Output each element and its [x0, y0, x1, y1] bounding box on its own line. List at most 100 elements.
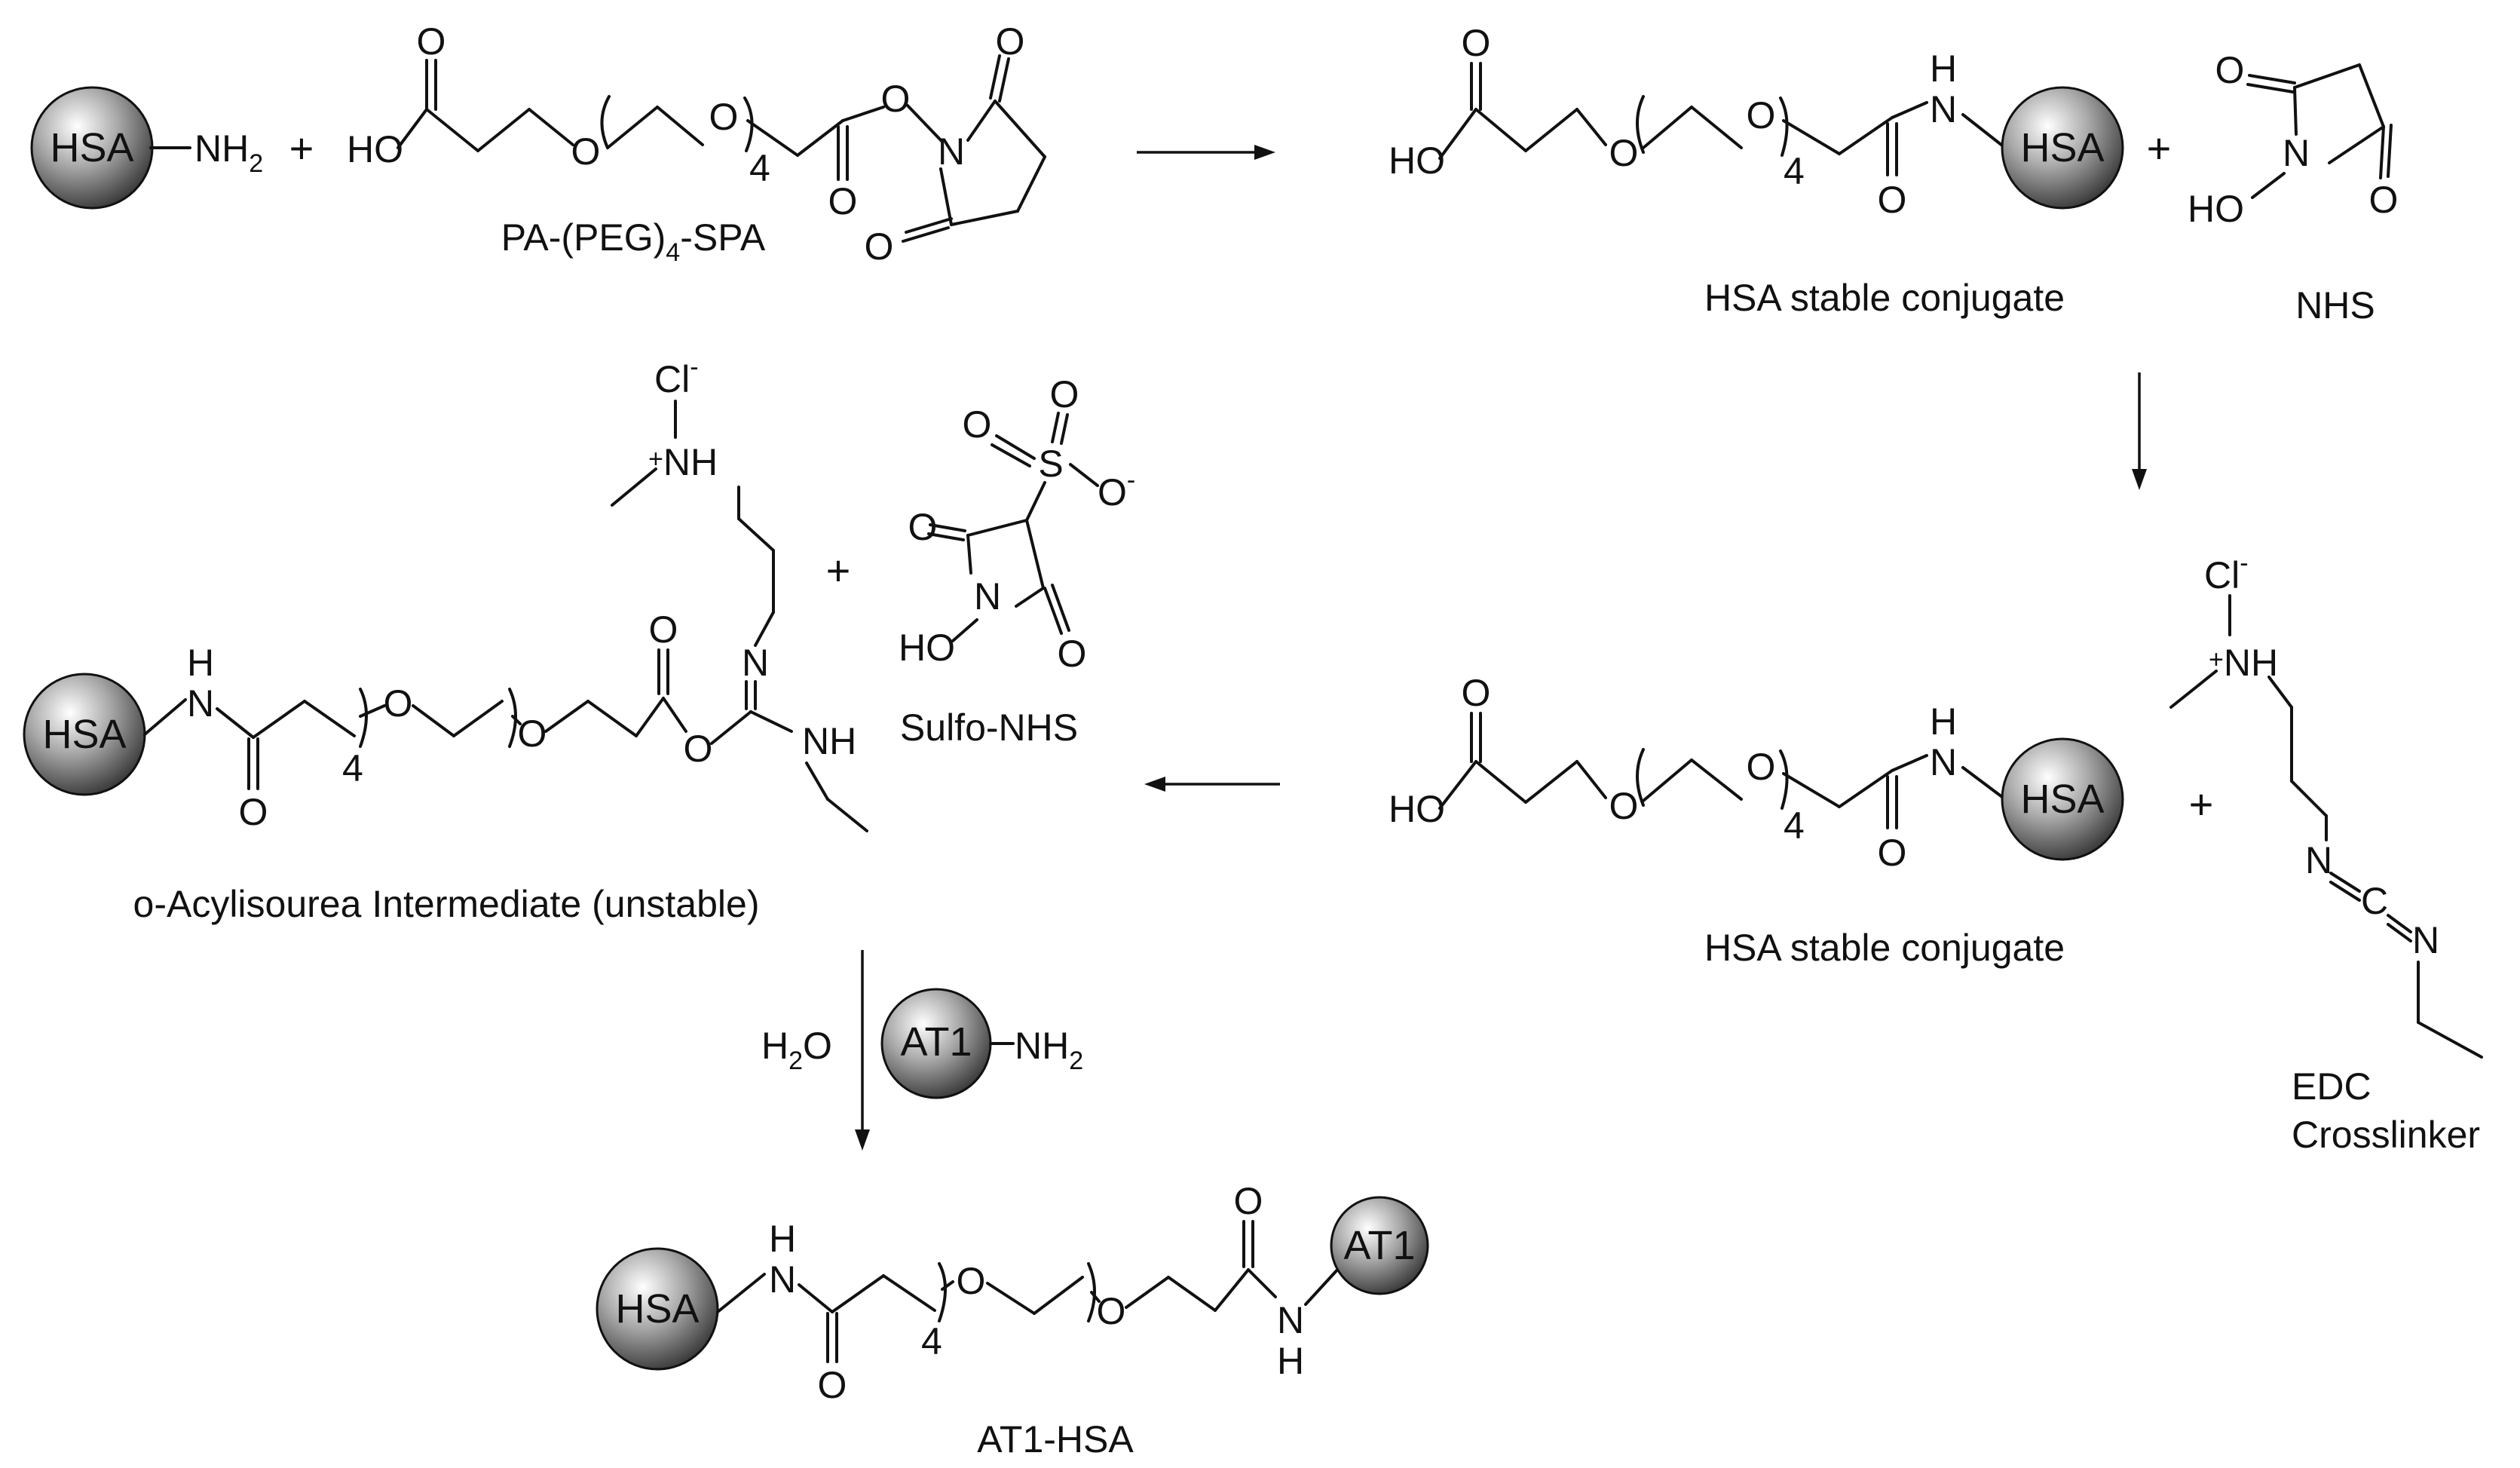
svg-text:Cl-: Cl- — [654, 353, 699, 400]
svg-text:HO: HO — [899, 627, 955, 669]
svg-text:O: O — [709, 96, 739, 138]
svg-text:4: 4 — [342, 747, 363, 789]
svg-text:C: C — [2361, 880, 2388, 922]
hsa-sphere — [2001, 737, 2124, 861]
plus-sign-4: + — [2189, 780, 2214, 828]
hsa-sphere — [596, 1247, 719, 1371]
svg-text:O: O — [1878, 179, 1907, 221]
caption-conjugate-mid: HSA stable conjugate — [1704, 927, 2065, 969]
svg-text:N: N — [2305, 839, 2332, 881]
svg-text:+NH: +NH — [648, 441, 718, 483]
svg-text:N: N — [769, 1258, 796, 1301]
caption-sulfo-nhs: Sulfo-NHS — [900, 706, 1078, 749]
svg-text:O: O — [865, 225, 894, 268]
pa-peg4-spa-reagent: HO O O O 4 O O N O O — [347, 20, 1046, 268]
svg-text:4: 4 — [1784, 150, 1805, 192]
plus-sign-3: + — [826, 547, 851, 594]
conjugate-top: HO O O O 4 O N H HSA — [1389, 22, 2124, 221]
plus-sign-2: + — [2147, 124, 2172, 172]
caption-edc-line1: EDC — [2292, 1065, 2371, 1108]
svg-text:O: O — [1747, 94, 1776, 136]
caption-product: AT1-HSA — [977, 1418, 1134, 1460]
arrow-step-2 — [2132, 372, 2147, 490]
svg-text:O: O — [828, 180, 858, 222]
svg-text:HSA: HSA — [2020, 777, 2104, 822]
svg-text:O: O — [957, 1260, 986, 1302]
caption-conjugate-top: HSA stable conjugate — [1704, 277, 2065, 319]
svg-text:N: N — [938, 130, 965, 173]
svg-text:4: 4 — [921, 1320, 942, 1362]
svg-text:HO: HO — [1389, 139, 1445, 182]
svg-text:4: 4 — [749, 147, 770, 189]
caption-reagent: PA-(PEG)4-SPA — [501, 216, 766, 267]
o-acylisourea-intermediate: HSA N H O 4 O O O O N +NH — [23, 353, 868, 833]
svg-text:HSA: HSA — [615, 1286, 699, 1332]
svg-text:O: O — [1058, 633, 1087, 675]
svg-text:O: O — [2215, 49, 2245, 91]
svg-text:O: O — [881, 78, 911, 120]
sulfo-nhs-structure: O O S O- N O O HO — [899, 373, 1135, 675]
svg-text:Cl-: Cl- — [2204, 549, 2249, 596]
svg-text:HO: HO — [347, 128, 403, 170]
caption-nhs: NHS — [2295, 284, 2375, 326]
svg-text:O: O — [1462, 672, 1491, 714]
svg-text:O: O — [1747, 746, 1776, 788]
svg-text:N: N — [187, 682, 214, 725]
nhs-structure: O N O HO — [2188, 49, 2398, 230]
svg-text:NH2: NH2 — [1015, 1025, 1083, 1075]
hsa-amine-reactant: HSA NH2 — [30, 86, 263, 210]
svg-text:O: O — [2369, 179, 2399, 221]
svg-text:N: N — [974, 575, 1001, 618]
svg-text:O: O — [1234, 1180, 1263, 1222]
caption-edc-line2: Crosslinker — [2292, 1114, 2480, 1156]
arrow-step-4 — [855, 950, 870, 1151]
svg-text:H: H — [769, 1218, 796, 1260]
at1-hsa-product: HSA N H O 4 O O O N H AT1 — [596, 1180, 1429, 1406]
at1-amine-reagent: AT1 NH2 — [880, 988, 1083, 1099]
arrow-step-3 — [1144, 777, 1280, 792]
svg-text:NH: NH — [802, 720, 856, 762]
svg-text:N: N — [1930, 741, 1957, 783]
svg-text:O: O — [908, 506, 938, 548]
svg-text:O: O — [239, 791, 268, 833]
svg-text:N: N — [1277, 1299, 1304, 1341]
svg-text:HSA: HSA — [2020, 125, 2104, 170]
svg-text:HO: HO — [2188, 188, 2244, 230]
svg-text:O: O — [1097, 1290, 1126, 1332]
svg-text:O: O — [1878, 832, 1907, 874]
svg-text:O: O — [1609, 132, 1639, 174]
amine-label: NH2 — [194, 127, 263, 178]
svg-text:O: O — [684, 728, 713, 770]
plus-sign-1: + — [289, 124, 314, 172]
svg-text:4: 4 — [1784, 804, 1805, 847]
svg-text:AT1: AT1 — [900, 1019, 972, 1065]
svg-text:H: H — [1930, 700, 1957, 743]
svg-text:O: O — [818, 1364, 847, 1406]
svg-text:AT1: AT1 — [1343, 1223, 1415, 1268]
arrow-step-1 — [1137, 145, 1275, 160]
svg-text:N: N — [742, 642, 769, 684]
svg-text:O: O — [384, 682, 413, 725]
svg-text:H: H — [1930, 48, 1957, 90]
svg-text:O-: O- — [1098, 466, 1135, 513]
svg-text:O: O — [649, 608, 678, 651]
svg-text:N: N — [1930, 88, 1957, 130]
svg-text:S: S — [1038, 443, 1063, 485]
svg-text:N: N — [2283, 132, 2310, 174]
hsa-sphere — [2001, 86, 2124, 210]
svg-text:H: H — [1277, 1340, 1304, 1382]
svg-text:N: N — [2412, 919, 2439, 961]
edc-structure: Cl- +NH N C N — [2169, 549, 2483, 1059]
svg-text:O: O — [996, 20, 1025, 63]
caption-intermediate: o-Acylisourea Intermediate (unstable) — [133, 883, 760, 925]
svg-text:O: O — [1609, 785, 1639, 827]
svg-text:O: O — [571, 130, 601, 173]
water-label: H2O — [761, 1025, 832, 1075]
svg-text:H: H — [187, 642, 214, 684]
svg-text:O: O — [963, 403, 992, 446]
svg-text:O: O — [1050, 373, 1079, 415]
svg-text:HO: HO — [1389, 788, 1445, 830]
at1-sphere — [1330, 1196, 1429, 1295]
hsa-label: HSA — [50, 125, 133, 170]
